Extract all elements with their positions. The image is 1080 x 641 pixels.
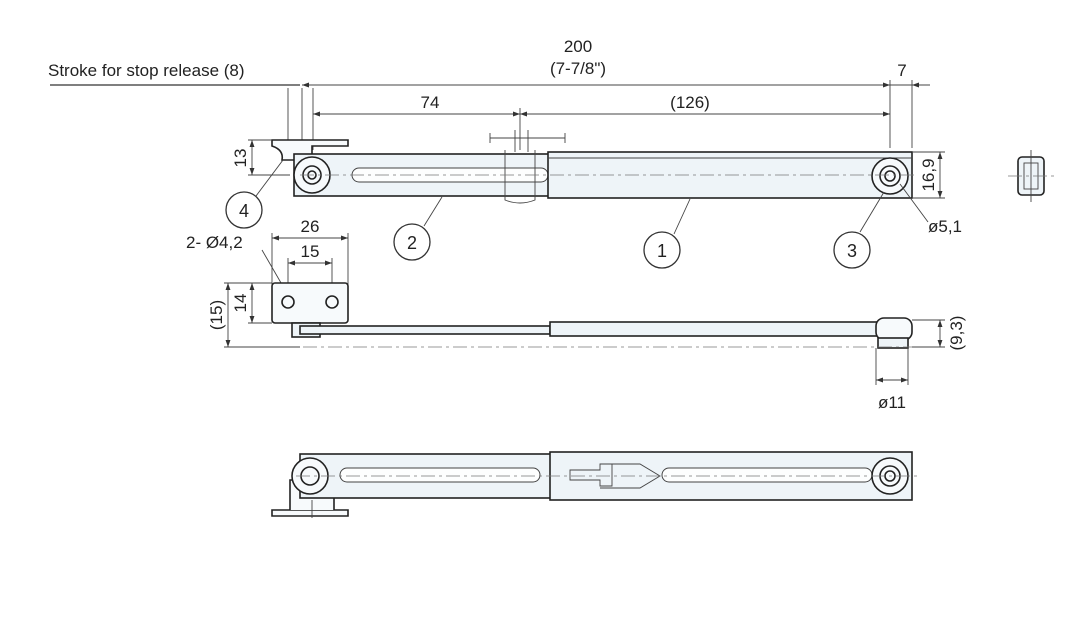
overall-length-inch-label: (7-7/8") xyxy=(550,59,606,78)
side-end-boss xyxy=(875,317,913,341)
stop-block-marks xyxy=(489,130,566,152)
stroke-release-label: Stroke for stop release (8) xyxy=(48,61,245,80)
end-view xyxy=(1008,150,1054,202)
bottom-tube-slot xyxy=(661,467,873,483)
pivot-hole-label: ø5,1 xyxy=(928,217,962,236)
top-view: Stroke for stop release (8) 200 (7-7/8")… xyxy=(48,37,962,269)
stop-block xyxy=(504,150,536,204)
balloon-3-number: 3 xyxy=(847,241,857,261)
mount-hole-right xyxy=(325,295,339,309)
bottom-slider-slot xyxy=(339,467,541,483)
balloon-3-leader xyxy=(859,191,885,233)
end-offset-label: 7 xyxy=(897,61,906,80)
balloon-1-number: 1 xyxy=(657,241,667,261)
side-view: 26 15 2- Ø4,2 14 (15) (9,3) xyxy=(186,217,966,412)
end-dia-label: ø11 xyxy=(878,393,906,412)
bar-thickness-label: (9,3) xyxy=(947,316,966,351)
balloon-3 xyxy=(833,231,871,269)
right-pivot-pin xyxy=(884,170,896,182)
bottom-view xyxy=(271,451,918,518)
stop-latch xyxy=(569,463,613,487)
slot-length-label: 74 xyxy=(421,93,440,112)
side-main-tube xyxy=(549,321,907,337)
holes-label: 2- Ø4,2 xyxy=(186,233,243,252)
plate-height-label: 14 xyxy=(231,294,250,313)
total-height-label: (15) xyxy=(207,300,226,330)
side-slider-bar xyxy=(299,325,551,335)
overall-length-label: 200 xyxy=(564,37,592,56)
balloon-1-leader xyxy=(673,198,691,235)
balloon-2-number: 2 xyxy=(407,233,417,253)
balloon-4-number: 4 xyxy=(239,201,249,221)
balloon-1 xyxy=(643,231,681,269)
balloon-4 xyxy=(225,191,263,229)
rod-length-label: (126) xyxy=(670,93,710,112)
bracket-height-label: 13 xyxy=(231,149,250,168)
mount-hole-left xyxy=(281,295,295,309)
top-bracket-plate xyxy=(271,139,349,161)
bottom-bracket-base xyxy=(271,509,349,517)
plate-width-label: 26 xyxy=(301,217,320,236)
balloon-2-leader xyxy=(423,196,443,227)
hole-spacing-label: 15 xyxy=(301,242,320,261)
pivot-hole-leader xyxy=(899,183,929,223)
balloon-2 xyxy=(393,223,431,261)
side-end-pin xyxy=(877,337,909,349)
bar-height-label: 16,9 xyxy=(919,158,938,191)
balloon-4-leader xyxy=(255,159,284,197)
